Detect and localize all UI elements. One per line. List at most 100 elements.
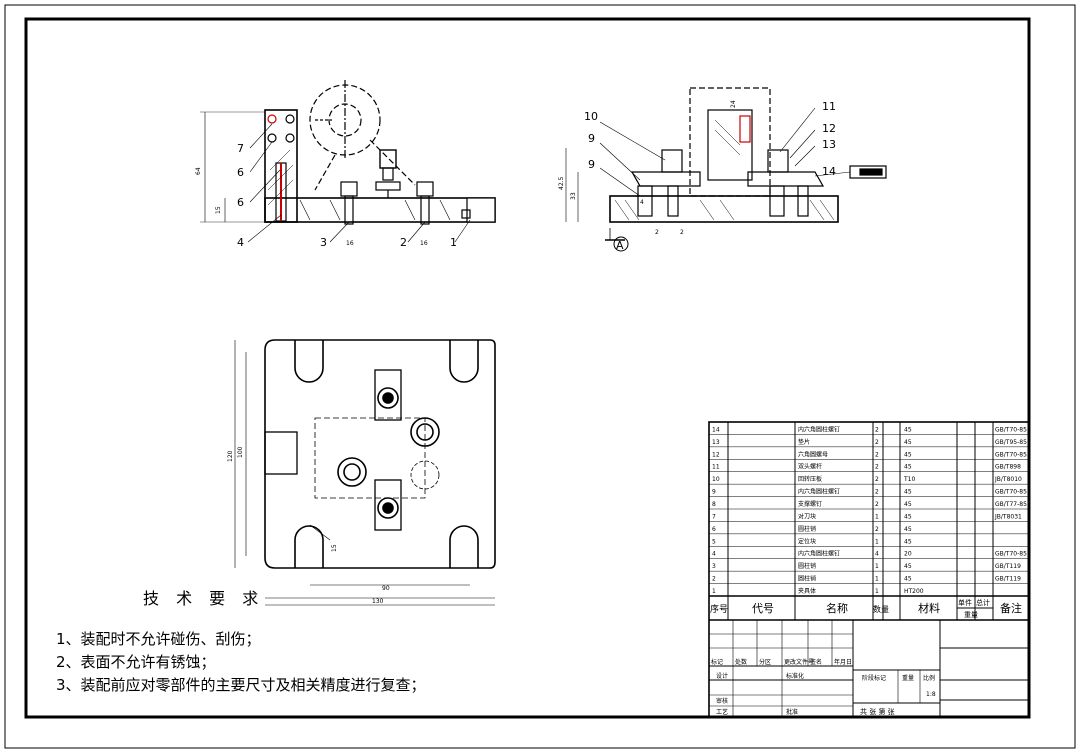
bom-cell: GB/T119 [995, 576, 1021, 583]
front-view [200, 80, 496, 243]
top-view-labels: 130 100 120 90 15 [227, 446, 390, 605]
dim-42-5: 42.5 [558, 176, 565, 190]
dim-24: 24 [730, 100, 737, 108]
bom-cell: 45 [904, 538, 912, 545]
tb-mark: 标记 [711, 658, 723, 666]
outer-frame [4, 4, 1076, 749]
bom-table [708, 421, 1030, 718]
bom-cell: 11 [712, 464, 720, 471]
tb-approve: 批准 [786, 708, 798, 716]
bom-cell: 3 [712, 563, 716, 570]
bom-cell: 10 [712, 476, 720, 483]
callout-6b: 6 [237, 196, 244, 209]
tb-sign: 签名 [810, 658, 822, 666]
tb-change: 更改文件号 [784, 658, 814, 666]
bom-cell: 2 [875, 451, 879, 458]
bom-cell: 5 [712, 538, 716, 545]
tb-process: 工艺 [716, 708, 728, 716]
callout-14: 14 [822, 165, 836, 178]
bom-cell: JB/T8031 [994, 513, 1022, 520]
bom-cell: 2 [875, 439, 879, 446]
bom-cell: 2 [875, 501, 879, 508]
bom-cell: GB/T70-85 [995, 489, 1027, 496]
bom-cell: 45 [904, 563, 912, 570]
bom-cell: 14 [712, 426, 720, 433]
bom-cell: 6 [712, 526, 716, 533]
callout-9a: 9 [588, 132, 595, 145]
bom-cell: 1 [875, 513, 879, 520]
callout-2: 2 [400, 236, 407, 249]
bom-cell: 圆柱销 [798, 562, 816, 570]
dim-16a: 16 [346, 240, 354, 247]
tb-count: 处数 [735, 658, 747, 666]
bom-cell: 内六角圆柱螺钉 [798, 550, 840, 558]
bom-cell: GB/T70-85 [995, 426, 1027, 433]
bom-header-name: 名称 [826, 601, 848, 615]
bom-cell: T10 [903, 476, 915, 483]
side-view [565, 87, 887, 241]
bom-header-unit: 单件 [958, 598, 972, 607]
callout-13: 13 [822, 138, 836, 151]
bom-cell: 2 [875, 476, 879, 483]
bom-cell: GB/T70-85 [995, 551, 1027, 558]
callout-7: 7 [237, 142, 244, 155]
bom-header-note: 备注 [1000, 601, 1022, 615]
bom-cell: 45 [904, 501, 912, 508]
tech-item-1: 1、装配时不允许碰伤、刮伤； [56, 630, 261, 648]
bom-cell: 六角圆螺母 [798, 450, 828, 458]
tb-stage: 阶段标记 [862, 674, 886, 682]
inner-frame [24, 17, 1031, 719]
bom-cell: 回转压板 [798, 475, 822, 483]
bom-cell: GB/T898 [995, 464, 1021, 471]
bom-cell: 45 [904, 451, 912, 458]
bom-cell: 45 [904, 576, 912, 583]
bom-cell: 45 [904, 513, 912, 520]
bom-header-qty: 数量 [873, 604, 889, 614]
top-view [234, 339, 496, 606]
callout-3: 3 [320, 236, 327, 249]
bom-cell: GB/T119 [995, 563, 1021, 570]
tb-zone: 分区 [759, 658, 771, 666]
tb-date: 年月日 [834, 658, 852, 666]
callout-6a: 6 [237, 166, 244, 179]
callout-12: 12 [822, 122, 836, 135]
dim-90: 90 [382, 585, 390, 592]
bom-cell: GB/T95-85 [995, 439, 1027, 446]
bom-cell: 45 [904, 426, 912, 433]
bom-cell: 2 [875, 464, 879, 471]
dim-16b: 16 [420, 240, 428, 247]
dim-33: 33 [570, 192, 577, 200]
bom-header-weight: 重量 [964, 611, 978, 619]
bom-cell: 定位块 [798, 537, 816, 545]
tech-requirements-title: 技 术 要 求 [143, 589, 265, 608]
tb-std: 标准化 [786, 672, 804, 680]
side-view-labels: 10 9 9 11 12 13 14 42.5 33 24 4 2 2 A [558, 100, 836, 252]
bom-cell: 内六角圆柱螺钉 [798, 425, 840, 433]
bom-cell: 1 [712, 588, 716, 595]
bom-cell: 45 [904, 489, 912, 496]
bom-header-total: 总计 [976, 598, 990, 607]
dim-2b: 2 [680, 229, 684, 236]
bom-cell: GB/T70-85 [995, 451, 1027, 458]
bom-header-mat: 材料 [918, 601, 940, 615]
bom-cell: 13 [712, 439, 720, 446]
dim-130: 130 [372, 598, 384, 605]
bom-cell: 2 [875, 526, 879, 533]
bom-cell: 2 [712, 576, 716, 583]
tb-scale-val: 1:8 [926, 691, 936, 698]
bom-cell: 45 [904, 526, 912, 533]
bom-cell: 圆柱销 [798, 575, 816, 583]
bom-header: 序号 代号 名称 数量 材料 单件 总计 备注 重量 [710, 598, 1022, 619]
front-view-labels: 7 6 6 4 3 2 1 64 15 16 16 [195, 142, 457, 249]
tb-design: 设计 [716, 672, 728, 680]
bom-cell: GB/T77-85 [995, 501, 1027, 508]
dim-4: 4 [640, 199, 644, 206]
title-block-labels: 标记 处数 分区 更改文件号 签名 年月日 设计 标准化 审核 工艺 批准 阶段… [711, 658, 936, 716]
bom-cell: 1 [875, 588, 879, 595]
bom-cell: 20 [904, 551, 912, 558]
dim-15: 15 [215, 206, 222, 214]
dim-15-top: 15 [331, 544, 338, 552]
bom-cell: 支撑螺钉 [798, 500, 822, 508]
